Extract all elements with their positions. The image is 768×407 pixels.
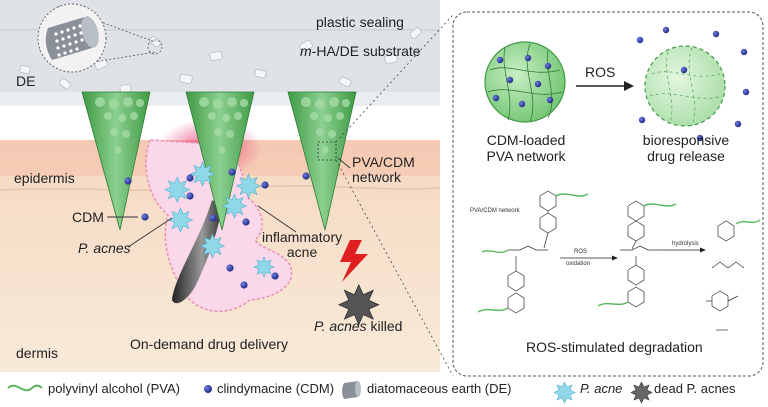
dead-p-acnes-icon [337, 283, 380, 326]
legend-de-label: diatomaceous earth (DE) [367, 381, 512, 396]
legend-dead-text: dead P. acnes [654, 381, 736, 396]
legend-pva-label: polyvinyl alcohol (PVA) [48, 381, 180, 396]
left-caption: On-demand drug delivery [130, 336, 288, 352]
dermis-label: dermis [16, 345, 59, 361]
microneedle-3 [287, 91, 357, 231]
zoom-box [317, 141, 337, 161]
microneedle-array [81, 91, 357, 231]
cdm-loaded-label: CDM-loaded PVA network [478, 132, 574, 164]
cdm-label: CDM [72, 209, 104, 225]
substrate-prefix: m [300, 43, 312, 59]
de-legend-icon [342, 381, 361, 399]
scheme-oxidation-label: oxidation [566, 261, 591, 267]
zoom-connector-top [335, 14, 454, 143]
microneedle-1 [81, 91, 151, 231]
pva-cdm-network-line1: PVA/CDM [352, 154, 415, 170]
bioresponsive-label: bioresponsive drug release [634, 132, 738, 164]
cdm-molecules [124, 168, 310, 289]
scheme-hydrolysis-label: hydrolysis [672, 241, 699, 247]
inflammatory-acne-label: inflammatory acne [262, 230, 342, 260]
de-cylinder-icon [45, 16, 99, 60]
dead-p-acnes-legend-icon [630, 381, 653, 404]
killed-rest: killed [366, 318, 403, 334]
pva-cdm-network-line2: network [352, 169, 402, 185]
left-panel [0, 0, 441, 372]
epidermis-label: epidermis [14, 170, 75, 186]
killed-italic: P. acnes [314, 318, 367, 334]
p-acnes-label: P. acnes [78, 240, 131, 256]
substrate-block [0, 0, 440, 92]
ros-label: ROS [585, 64, 616, 80]
substrate-rest: -HA/DE substrate [311, 43, 421, 59]
bioresponsive-line1: bioresponsive [642, 132, 730, 148]
network-pointer [337, 157, 351, 169]
scheme-ros-label: ROS [574, 249, 588, 255]
p-acne-legend-icon [553, 381, 576, 404]
inflammatory-line1: inflammatory [262, 229, 343, 245]
cdm-loaded-line2: PVA network [486, 148, 566, 164]
right-panel [452, 11, 764, 377]
p-acnes-killed-label: P. acnes killed [314, 318, 402, 334]
substrate-label: m-HA/DE substrate [300, 43, 421, 59]
de-zoom-inset [37, 3, 163, 73]
lightning-bolt-icon [340, 240, 368, 282]
scheme-title: PVA/CDM network [470, 208, 520, 214]
legend-icons [7, 381, 653, 404]
p-acnes-bacteria [164, 161, 275, 278]
cdm-loaded-line1: CDM-loaded [486, 132, 566, 148]
right-caption: ROS-stimulated degradation [526, 339, 703, 355]
legend-cdm-label: clindymacine (CDM) [217, 381, 335, 396]
pva-legend-icon [7, 384, 43, 392]
bioresponsive-line2: drug release [647, 148, 725, 164]
pva-cdm-network-label: PVA/CDM network [352, 155, 415, 185]
legend-p-acne-label: P. acne [580, 381, 623, 396]
degraded-sphere [636, 26, 750, 142]
zoom-connector-bottom [335, 159, 454, 377]
ros-arrowhead [624, 81, 634, 91]
legend-dead-label: dead P. acnes [654, 381, 735, 396]
cdm-legend-icon [204, 385, 212, 393]
chemical-scheme [477, 190, 761, 331]
inflammatory-line2: acne [286, 244, 318, 260]
de-label: DE [16, 73, 36, 89]
p-acnes-pointer [127, 217, 173, 248]
pva-network-sphere [484, 41, 566, 123]
plastic-sealing-label: plastic sealing [316, 14, 404, 30]
microneedle-2 [185, 91, 255, 231]
inflammatory-pointer [257, 205, 297, 233]
hair-follicle [172, 200, 222, 304]
